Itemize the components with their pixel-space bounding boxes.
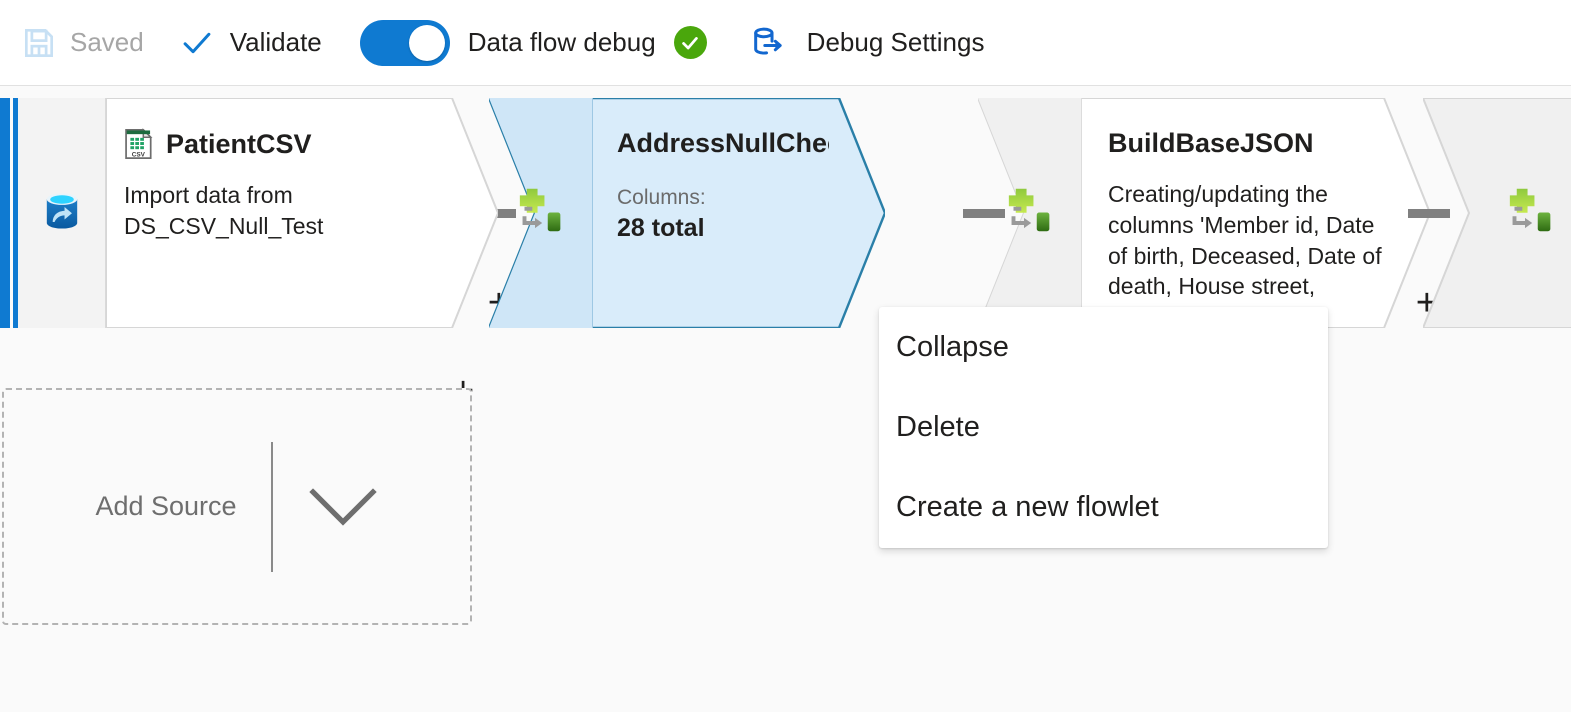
- context-menu-item-label: Collapse: [896, 330, 1009, 363]
- derived-column-icon: [511, 184, 571, 244]
- node-description: Creating/updating the columns 'Member id…: [1108, 181, 1382, 316]
- chevron-down-icon[interactable]: [307, 484, 379, 530]
- node-title-text: AddressNullChecks: [617, 128, 829, 158]
- add-source-divider: [270, 441, 273, 572]
- context-menu-item-label: Create a new flowlet: [896, 490, 1159, 523]
- source-icon-panel: [18, 98, 106, 328]
- data-flow-debug-toggle[interactable]: [359, 19, 450, 66]
- data-flow-canvas[interactable]: CSV PatientCSV Import data from DS_CSV_N…: [0, 86, 1571, 712]
- svg-text:CSV: CSV: [132, 151, 146, 158]
- node-body: CSV PatientCSV Import data from DS_CSV_N…: [124, 128, 442, 316]
- node-title: BuildBaseJSON: [1108, 128, 1382, 159]
- csv-file-icon: CSV: [124, 128, 154, 160]
- derived-column-icon: [1000, 184, 1060, 244]
- node-title: AddressNullChecks: [617, 128, 829, 159]
- node-body: BuildBaseJSON Creating/updating the colu…: [1108, 128, 1382, 316]
- add-source-button[interactable]: Add Source: [2, 388, 472, 625]
- context-menu-item-create-flowlet[interactable]: Create a new flowlet: [879, 467, 1328, 547]
- data-flow-debug-label: Data flow debug: [467, 27, 656, 57]
- context-menu-item-label: Delete: [896, 410, 980, 443]
- node-title-text: BuildBaseJSON: [1108, 128, 1314, 158]
- stream-accent-bar-secondary: [13, 98, 18, 328]
- checkmark-icon: [178, 24, 216, 62]
- source-database-icon: [35, 184, 89, 243]
- node-patientcsv[interactable]: CSV PatientCSV Import data from DS_CSV_N…: [106, 98, 510, 328]
- node-buildbasejson[interactable]: BuildBaseJSON Creating/updating the colu…: [978, 98, 1438, 328]
- node-addressnullchecks[interactable]: AddressNullChecks Columns: 28 total: [489, 98, 885, 328]
- context-menu-item-collapse[interactable]: Collapse: [879, 307, 1328, 387]
- node-context-menu[interactable]: Collapse Delete Create a new flowlet: [879, 307, 1328, 548]
- save-button[interactable]: Saved: [14, 12, 150, 74]
- node-body: AddressNullChecks Columns: 28 total: [617, 128, 829, 316]
- node-columns-label: Columns:: [617, 186, 706, 209]
- context-menu-item-delete[interactable]: Delete: [879, 387, 1328, 467]
- toggle-knob: [408, 24, 445, 61]
- green-check-badge-icon: [673, 26, 707, 59]
- database-export-icon: [745, 21, 789, 65]
- node-title-text: PatientCSV: [166, 128, 312, 159]
- node-columns-value: 28 total: [617, 214, 705, 243]
- node-description: Import data from DS_CSV_Null_Test: [124, 182, 324, 239]
- node-title: CSV PatientCSV: [124, 128, 442, 160]
- node-next-clipped[interactable]: [1423, 98, 1571, 328]
- validate-button[interactable]: Validate: [172, 12, 328, 74]
- derived-column-icon: [1501, 184, 1561, 244]
- debug-settings-label: Debug Settings: [806, 27, 985, 57]
- save-label: Saved: [70, 27, 144, 57]
- toolbar: Saved Validate Data flow debug: [0, 0, 1571, 86]
- add-source-label: Add Source: [95, 491, 237, 521]
- data-flow-debug-control[interactable]: Data flow debug: [354, 12, 713, 74]
- save-floppy-icon: [20, 24, 58, 62]
- stream-accent-bar: [0, 98, 10, 328]
- validate-label: Validate: [229, 27, 322, 57]
- debug-settings-button[interactable]: Debug Settings: [739, 12, 991, 74]
